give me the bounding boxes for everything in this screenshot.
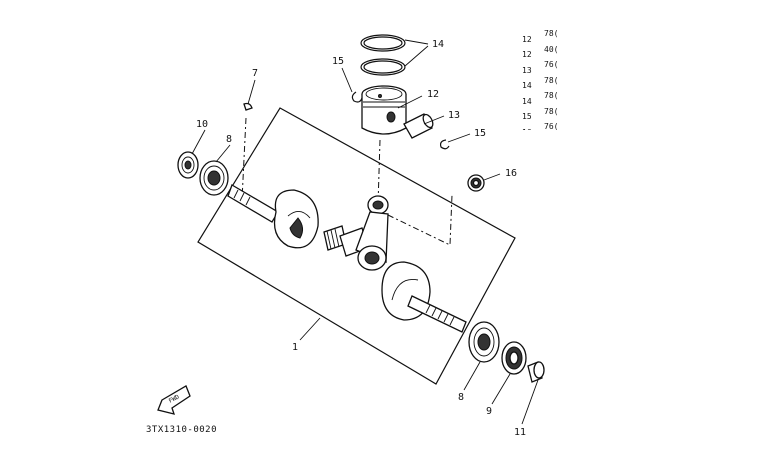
callout-12: 12	[427, 89, 439, 100]
part-code: 40(	[544, 44, 559, 54]
part-number: 12	[522, 34, 532, 44]
bearing-right	[468, 321, 500, 363]
parts-row: 13 76(	[522, 57, 562, 75]
parts-row: 15 78(	[522, 104, 562, 122]
parts-table: 1278( 1240( 1376( 1478( 1478( 1578( 1676…	[522, 26, 562, 130]
part-code: 78(	[544, 75, 559, 85]
forward-arrow-icon: FWD	[157, 385, 191, 415]
part-number: 14	[522, 81, 532, 90]
assembly-outline	[197, 107, 516, 385]
drawing-code: 3TX1310-0020	[146, 425, 217, 435]
part-number: 14	[522, 96, 532, 106]
alignment-line-7	[241, 117, 247, 201]
callout-15-left: 15	[332, 56, 344, 67]
leader-lines	[191, 39, 539, 425]
callout-10: 10	[196, 119, 208, 130]
callout-15-right: 15	[474, 128, 486, 139]
spacer-collar	[527, 361, 545, 383]
alignment-line-rod	[387, 194, 453, 246]
parts-row: 14 78(	[522, 73, 562, 91]
piston-rings	[360, 34, 406, 76]
callout-8-right: 8	[458, 392, 464, 403]
callout-14: 14	[432, 39, 444, 50]
parts-row: 12 78(	[522, 26, 562, 44]
piston	[361, 85, 407, 135]
part-code: 76(	[544, 122, 559, 130]
callout-8-left: 8	[226, 134, 232, 145]
part-code: 78(	[544, 91, 559, 100]
crank-left-half	[227, 184, 319, 249]
crank-right-half	[381, 261, 467, 333]
parts-row: 1676(	[522, 119, 562, 130]
bearing-left	[199, 160, 229, 196]
callout-11: 11	[514, 427, 526, 438]
callout-7: 7	[252, 68, 258, 79]
callout-1: 1	[292, 342, 298, 353]
parts-row: 12 40(	[522, 42, 562, 60]
oil-seal-right	[501, 341, 527, 375]
circlip-right	[439, 139, 450, 150]
alignment-line-piston	[377, 139, 381, 206]
part-code: 76(	[544, 60, 559, 69]
part-code: 78(	[544, 29, 559, 38]
oil-seal-left	[177, 151, 199, 179]
callout-16: 16	[505, 168, 517, 179]
parts-row: 14 78(	[522, 88, 562, 106]
svg-text:FWD: FWD	[168, 393, 181, 404]
piston-pin	[403, 113, 434, 139]
part-number: 13	[522, 65, 532, 75]
connecting-rod	[355, 195, 389, 271]
circlip-left	[351, 91, 363, 103]
callout-13: 13	[448, 110, 460, 121]
small-end-bearing	[467, 174, 485, 192]
part-number: 16	[522, 125, 544, 131]
part-number: 12	[522, 50, 532, 59]
part-number: 15	[522, 112, 532, 121]
part-code: 78(	[544, 106, 559, 116]
callout-9: 9	[486, 406, 492, 417]
woodruff-key	[243, 102, 253, 111]
